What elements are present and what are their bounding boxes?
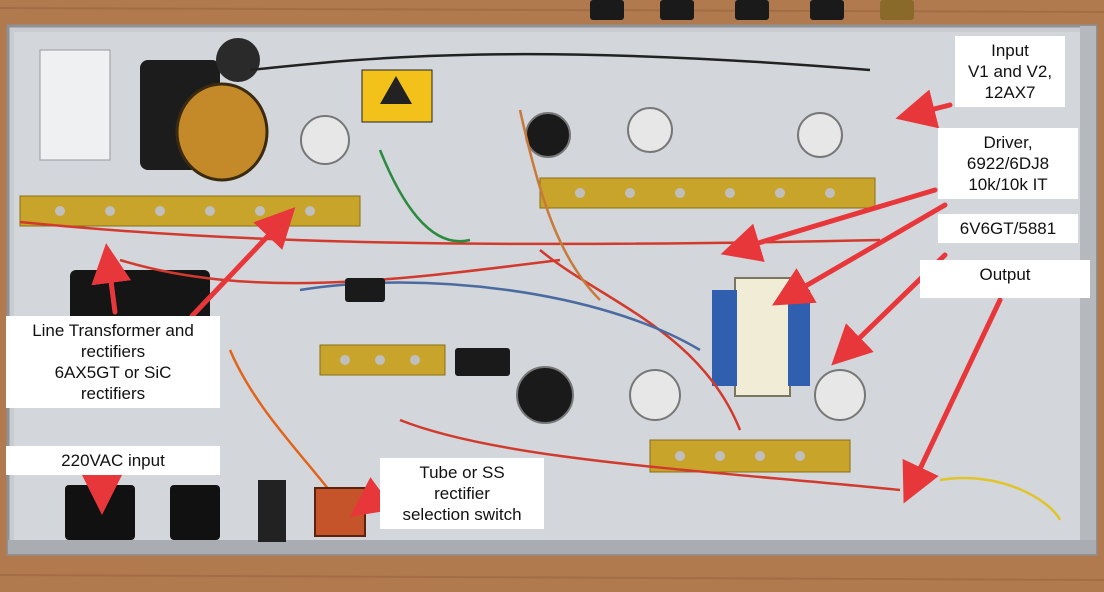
label-selector-switch-line: selection switch (402, 505, 522, 524)
label-input-line: V1 and V2, (967, 62, 1053, 81)
label-line-transformer-line: Line Transformer and (32, 321, 194, 340)
label-output: Output (920, 260, 1090, 298)
label-input-line: 12AX7 (984, 83, 1036, 102)
label-selector-switch-line: rectifier (434, 484, 490, 503)
label-input-line: Input (991, 41, 1029, 60)
label-selector-switch-line: Tube or SS (419, 463, 505, 482)
label-power-tube-line: 6V6GT/5881 (959, 219, 1057, 238)
label-driver-line: 6922/6DJ8 (966, 154, 1050, 173)
label-output-line: Output (979, 265, 1031, 284)
label-line-transformer-line: rectifiers (80, 384, 146, 403)
label-mains-input: 220VAC input (6, 446, 220, 475)
label-line-transformer-line: rectifiers (80, 342, 146, 361)
label-line-transformer: Line Transformer and rectifiers 6AX5GT o… (6, 316, 220, 408)
label-driver-line: Driver, (983, 133, 1033, 152)
label-mains-input-line: 220VAC input (61, 451, 165, 470)
label-input: Input V1 and V2, 12AX7 (955, 36, 1065, 107)
label-power-tube: 6V6GT/5881 (938, 214, 1078, 243)
label-driver: Driver, 6922/6DJ8 10k/10k IT (938, 128, 1078, 199)
label-selector-switch: Tube or SS rectifier selection switch (380, 458, 544, 529)
label-line-transformer-line: 6AX5GT or SiC (54, 363, 172, 382)
label-driver-line: 10k/10k IT (968, 175, 1048, 194)
